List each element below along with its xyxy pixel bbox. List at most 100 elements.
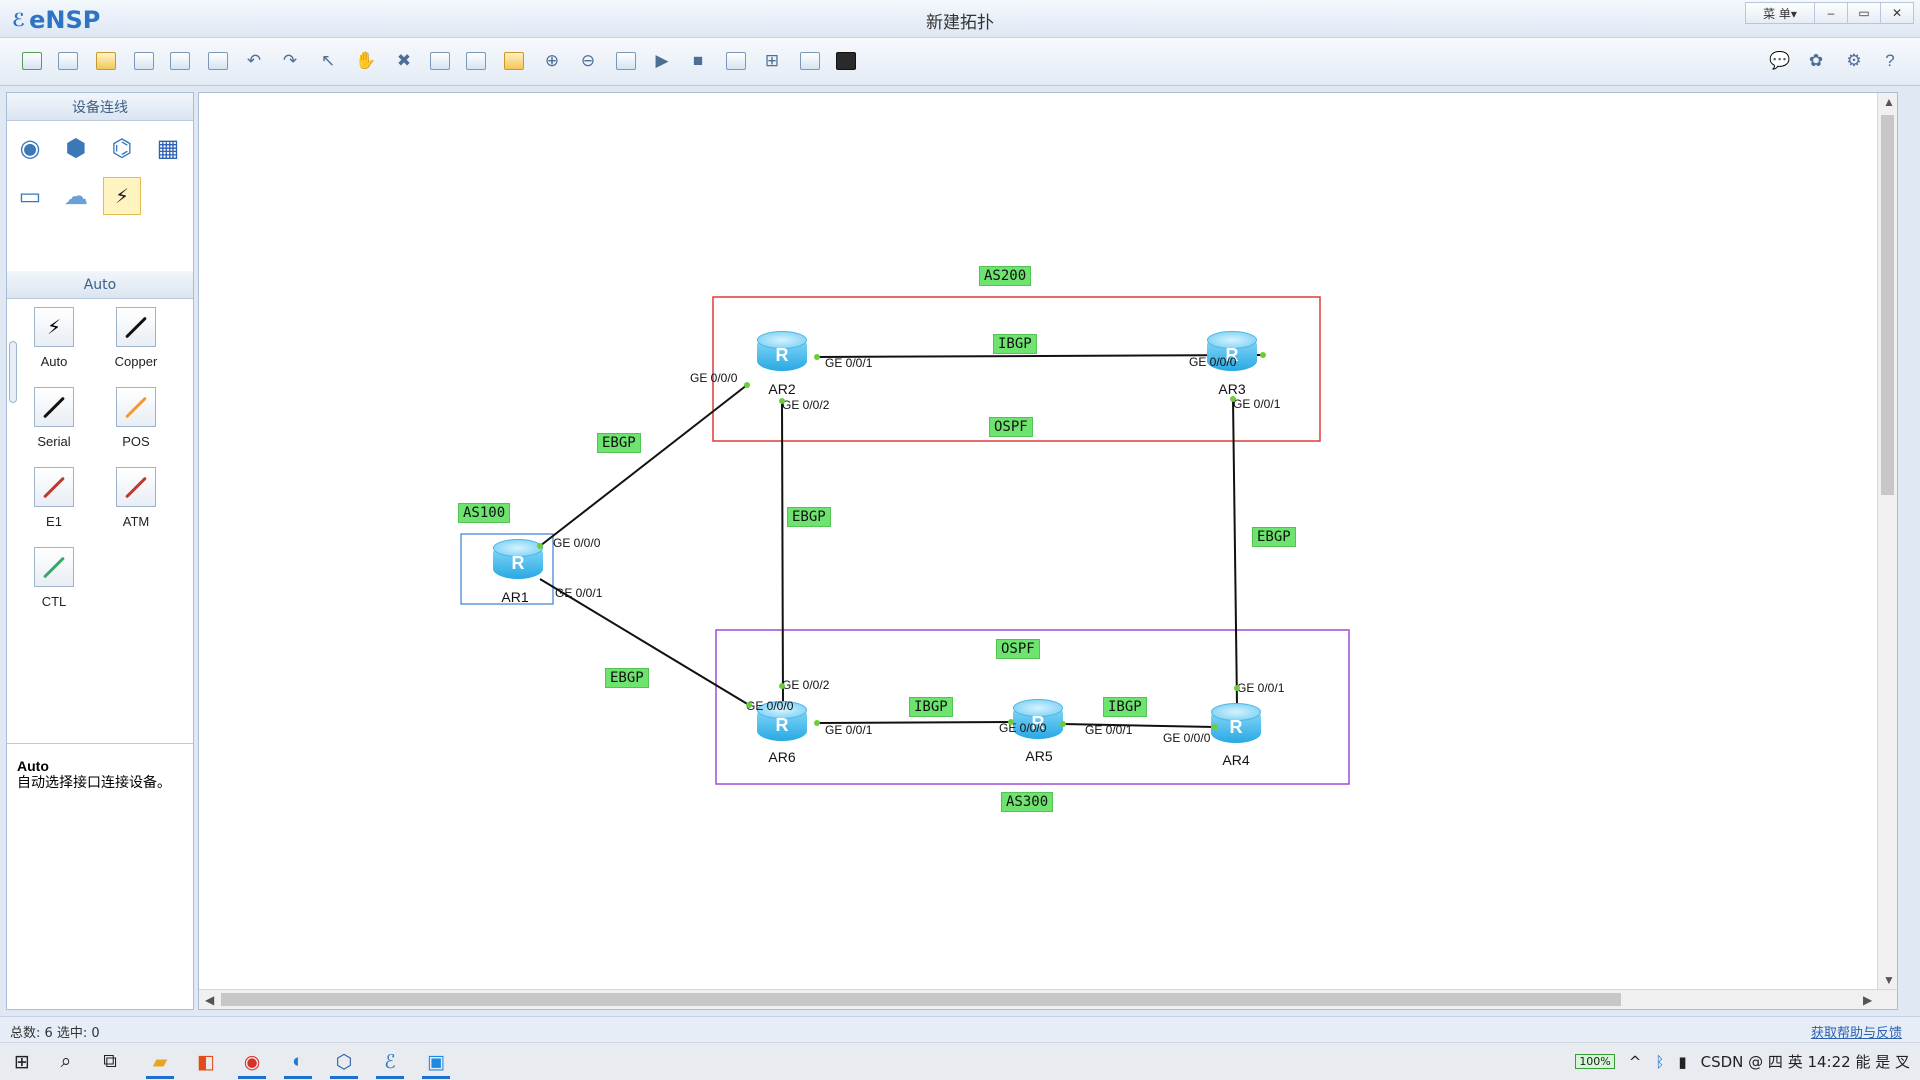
auto-cable-icon: ⚡ [34,307,74,347]
rectangle-icon[interactable] [500,47,528,75]
chrome-icon[interactable]: ◉ [234,1047,270,1079]
search-icon[interactable]: ⌕ [60,1051,72,1072]
as200-label: AS200 [979,266,1032,286]
vertical-scroll-thumb[interactable] [1881,115,1894,495]
windows-start-icon[interactable]: ⊞ [14,1051,30,1073]
stop-device-icon[interactable]: ■ [692,51,704,70]
restore-button[interactable]: ▭ [1847,2,1881,24]
zoom-in-icon[interactable]: ⊕ [544,51,560,70]
task-view-icon[interactable]: ⧉ [103,1051,117,1072]
description-box: Auto 自动选择接口连接设备。 [7,743,193,1009]
undo-icon[interactable]: ↶ [246,51,262,70]
router-ar6[interactable]: R [755,699,809,743]
print-icon[interactable] [204,47,232,75]
router-ar4[interactable]: R [1209,701,1263,745]
edge-icon[interactable]: ◐ [280,1047,316,1079]
bluetooth-icon[interactable]: ᛒ [1655,1052,1665,1071]
photos-icon[interactable]: ▣ [418,1047,454,1079]
cable-pos[interactable]: POS [101,383,171,459]
cable-serial[interactable]: Serial [19,383,89,459]
link-endpoint [779,398,785,404]
delete-icon[interactable]: ✖ [396,51,412,70]
office-icon[interactable]: ◧ [197,1051,215,1073]
link-ar2-ar3 [816,354,1264,358]
settings-icon[interactable]: ⚙ [1846,51,1862,70]
switch-icon[interactable]: ⬢ [65,134,87,162]
cable-auto[interactable]: ⚡ Auto [19,303,89,379]
panel-splitter[interactable] [9,341,17,403]
file-explorer-icon[interactable]: ▰ [142,1047,178,1079]
cable-panel-header: Auto [7,271,193,299]
screenshot-icon[interactable] [832,47,860,75]
ebgp-ar3-ar4-label: EBGP [1252,527,1296,547]
horizontal-scrollbar[interactable]: ◀ ▶ [199,989,1897,1009]
pc-icon[interactable]: ▭ [18,182,42,210]
cable-e1[interactable]: E1 [19,463,89,539]
network-icon[interactable]: ▮ [1678,1052,1687,1071]
topology-canvas[interactable]: AS200 AS100 AS300 OSPF OSPF IBGP EBGP EB… [198,92,1898,1010]
save-icon[interactable] [130,47,158,75]
cable-ctl[interactable]: CTL [19,543,89,619]
vertical-scrollbar[interactable]: ▲ ▼ [1877,93,1897,991]
fit-window-icon[interactable] [612,47,640,75]
auto-link-icon[interactable]: ⚡ [103,177,141,215]
cloud-icon[interactable]: ☁ [64,182,88,210]
router-ar3-name: AR3 [1218,381,1246,397]
select-icon[interactable]: ↖ [320,51,336,70]
cable-copper[interactable]: Copper [101,303,171,379]
text-label-icon[interactable] [462,47,490,75]
pan-hand-icon[interactable]: ✋ [355,51,377,70]
minimize-button[interactable]: – [1814,2,1848,24]
horizontal-scroll-thumb[interactable] [221,993,1621,1006]
wlan-icon[interactable]: ⌬ [111,134,133,162]
router-ar6-name: AR6 [768,749,796,765]
scroll-down-icon[interactable]: ▼ [1883,973,1895,987]
help-feedback-link[interactable]: 获取帮助与反馈 [1810,1026,1902,1041]
copper-cable-icon [116,307,156,347]
topology-area: AS200 AS100 AS300 OSPF OSPF IBGP EBGP EB… [199,93,1897,989]
show-hidden-icons-icon[interactable]: ^ [1628,1052,1642,1071]
link-endpoint [779,683,785,689]
chat-icon[interactable]: 💬 [1769,51,1791,70]
firewall-icon[interactable]: ▦ [156,134,180,162]
scroll-right-icon[interactable]: ▶ [1863,993,1873,1007]
grid-icon[interactable] [796,47,824,75]
huawei-icon[interactable]: ✿ [1808,51,1824,70]
cable-atm[interactable]: ATM [101,463,171,539]
open-icon[interactable] [92,47,120,75]
link-endpoint [746,702,752,708]
link-endpoint [1212,724,1218,730]
redo-icon[interactable]: ↷ [282,51,298,70]
close-button[interactable]: ✕ [1880,2,1914,24]
help-icon[interactable]: ? [1885,51,1895,70]
link-endpoint [1008,719,1014,725]
app-name: eNSP [29,6,101,34]
router-ar3[interactable]: R [1205,329,1259,373]
port-label: GE 0/0/2 [782,398,830,412]
scroll-up-icon[interactable]: ▲ [1883,95,1895,109]
zoom-out-icon[interactable]: ⊖ [580,51,596,70]
app-logo: ℰ eNSP [12,6,100,34]
status-count: 总数: 6 选中: 0 [10,1026,100,1041]
new-file-icon[interactable] [54,47,82,75]
scroll-left-icon[interactable]: ◀ [205,993,215,1007]
router-ar5[interactable]: R [1011,697,1065,741]
router-ar1[interactable]: R [491,537,545,581]
as200-boundary [712,296,1321,442]
port-label: GE 0/0/0 [690,371,738,385]
virtualbox-icon[interactable]: ⬡ [326,1047,362,1079]
router-icon[interactable]: ◉ [19,134,41,162]
save-as-icon[interactable] [166,47,194,75]
link-endpoint [744,382,750,388]
ensp-icon[interactable]: ℰ [372,1047,408,1079]
topology-icon[interactable]: ⊞ [764,51,780,70]
capture-icon[interactable] [722,47,750,75]
delete-all-links-icon[interactable] [426,47,454,75]
ebgp-ar1-ar2-label: EBGP [597,433,641,453]
description-title: Auto [17,758,49,774]
start-device-icon[interactable]: ▶ [655,51,669,70]
battery-indicator[interactable]: 100% [1575,1054,1615,1069]
router-ar2[interactable]: R [755,329,809,373]
new-topology-icon[interactable] [18,47,46,75]
menu-button[interactable]: 菜 单▾ [1745,2,1815,24]
